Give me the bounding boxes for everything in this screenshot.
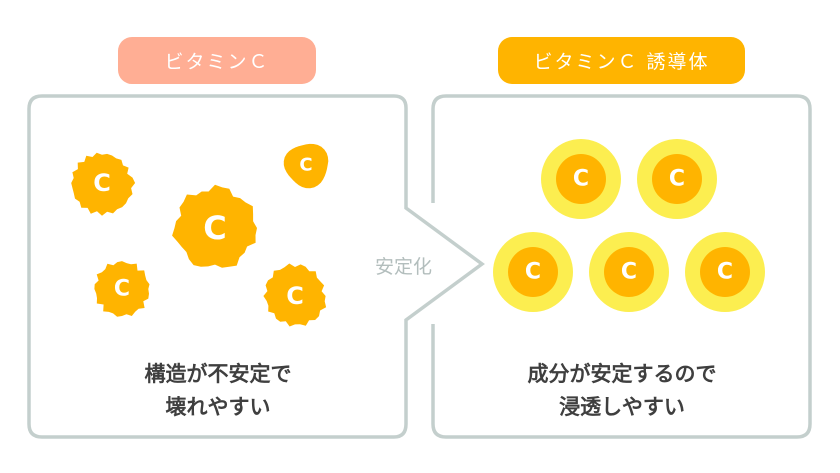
- right-panel-frame: [431, 94, 812, 439]
- molecule-label: C: [203, 209, 226, 247]
- stable-derivative-molecule: C: [493, 232, 573, 312]
- molecule-core: [604, 247, 654, 297]
- right-caption-line2: 浸透しやすい: [559, 395, 685, 419]
- left-panel-frame: [27, 94, 485, 439]
- unstable-vitamin-c-molecule: C: [94, 261, 150, 317]
- vitamin-c-label: ビタミンＣ: [118, 37, 316, 84]
- left-caption: 構造が不安定で 壊れやすい: [68, 358, 368, 424]
- left-caption-line2: 壊れやすい: [165, 395, 271, 419]
- molecule-label: C: [669, 167, 685, 192]
- stabilization-label: 安定化: [375, 256, 433, 278]
- molecule-blob: [71, 152, 136, 216]
- vitamin-c-derivative-label: ビタミンＣ 誘導体: [498, 37, 745, 84]
- molecule-blob: [94, 261, 150, 317]
- right-caption: 成分が安定するので 浸透しやすい: [472, 358, 772, 424]
- stable-derivative-molecule: C: [589, 232, 669, 312]
- molecule-core: [652, 154, 702, 204]
- molecule-label: C: [573, 167, 589, 192]
- molecule-label: C: [286, 282, 304, 310]
- molecule-label: C: [717, 260, 733, 285]
- unstable-vitamin-c-molecule: C: [172, 184, 257, 268]
- unstable-vitamin-c-molecule: C: [263, 263, 327, 327]
- molecule-blob: [172, 184, 257, 268]
- molecule-label: C: [114, 277, 130, 302]
- molecule-core: [556, 154, 606, 204]
- molecule-core: [508, 247, 558, 297]
- unstable-vitamin-c-molecule: C: [283, 143, 329, 189]
- molecule-label: C: [621, 260, 637, 285]
- molecule-blob: [263, 263, 327, 327]
- molecule-blob: [283, 143, 329, 189]
- molecule-label: C: [525, 260, 541, 285]
- stable-derivative-molecule: C: [637, 139, 717, 219]
- molecule-label: C: [93, 169, 111, 197]
- molecule-core: [700, 247, 750, 297]
- molecule-label: C: [299, 155, 312, 176]
- left-caption-line1: 構造が不安定で: [144, 362, 292, 386]
- stable-derivative-molecule: C: [541, 139, 621, 219]
- stable-derivative-molecule: C: [685, 232, 765, 312]
- right-caption-line1: 成分が安定するので: [527, 362, 717, 386]
- unstable-vitamin-c-molecule: C: [71, 152, 136, 216]
